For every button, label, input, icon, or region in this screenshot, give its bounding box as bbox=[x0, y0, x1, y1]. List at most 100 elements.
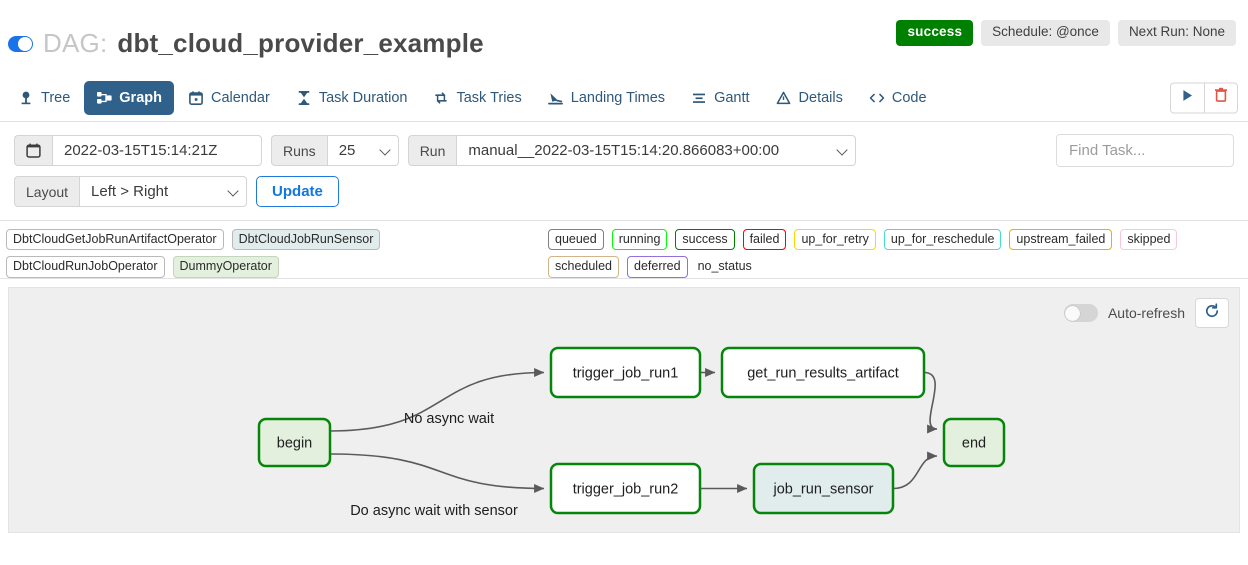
graph-edge bbox=[329, 453, 545, 493]
runs-select[interactable]: 25 bbox=[326, 135, 399, 166]
refresh-button[interactable] bbox=[1195, 298, 1229, 328]
calendar-icon bbox=[188, 90, 204, 106]
graph-node-box[interactable] bbox=[942, 417, 1006, 468]
graph-node-box[interactable] bbox=[549, 346, 702, 399]
update-button[interactable]: Update bbox=[256, 176, 339, 207]
tab-task-tries[interactable]: Task Tries bbox=[421, 81, 533, 115]
graph-node-box[interactable] bbox=[752, 462, 895, 515]
runs-label: Runs bbox=[271, 135, 327, 166]
status-badge: success bbox=[896, 20, 974, 46]
graph-node[interactable]: get_run_results_artifact bbox=[720, 346, 926, 399]
graph-node-label: job_run_sensor bbox=[773, 481, 874, 497]
find-task-input[interactable] bbox=[1056, 134, 1234, 167]
filter-row-primary: 2022-03-15T15:14:21Z Runs 25 Run manual_… bbox=[14, 134, 1234, 167]
tab-label: Calendar bbox=[210, 89, 270, 106]
tab-label: Task Tries bbox=[456, 89, 522, 106]
view-tab-bar: Tree Graph Calendar Task Duration Task T bbox=[0, 74, 1248, 122]
state-legend-chip[interactable]: scheduled bbox=[548, 256, 619, 278]
filter-bar: 2022-03-15T15:14:21Z Runs 25 Run manual_… bbox=[0, 122, 1248, 221]
graph-node-label: get_run_results_artifact bbox=[747, 365, 899, 381]
delete-dag-button[interactable] bbox=[1204, 82, 1238, 113]
warning-triangle-icon bbox=[776, 90, 792, 106]
hourglass-icon bbox=[296, 90, 312, 106]
graph-node-box[interactable] bbox=[549, 462, 702, 515]
retry-icon bbox=[433, 90, 449, 106]
tab-gantt[interactable]: Gantt bbox=[679, 81, 761, 115]
play-icon bbox=[1181, 88, 1194, 107]
tab-label: Code bbox=[891, 89, 927, 106]
run-label: Run bbox=[407, 135, 457, 166]
tab-label: Landing Times bbox=[570, 89, 666, 106]
tab-label: Details bbox=[798, 89, 843, 106]
tab-calendar[interactable]: Calendar bbox=[176, 81, 282, 115]
graph-node[interactable]: trigger_job_run1 bbox=[549, 346, 702, 399]
tab-code[interactable]: Code bbox=[857, 81, 939, 115]
trigger-dag-button[interactable] bbox=[1170, 82, 1204, 113]
graph-node[interactable]: begin bbox=[257, 417, 332, 468]
tab-label: Tree bbox=[41, 89, 71, 106]
dag-prefix-label: DAG: bbox=[43, 28, 108, 58]
graph-node-label: trigger_job_run1 bbox=[573, 365, 679, 381]
operator-legend-chip[interactable]: DbtCloudRunJobOperator bbox=[6, 256, 165, 278]
page-header: DAG: dbt_cloud_provider_example success … bbox=[0, 0, 1248, 74]
state-legend-chip[interactable]: queued bbox=[548, 229, 604, 251]
graph-node[interactable]: end bbox=[942, 417, 1006, 468]
operator-legend-chip[interactable]: DbtCloudJobRunSensor bbox=[231, 229, 381, 251]
schedule-badge[interactable]: Schedule: @once bbox=[981, 20, 1110, 46]
graph-node-label: end bbox=[962, 435, 986, 451]
graph-controls: Auto-refresh bbox=[1063, 298, 1229, 328]
graph-node-box[interactable] bbox=[720, 346, 926, 399]
auto-refresh-toggle[interactable] bbox=[1063, 304, 1098, 322]
state-legend-chip[interactable]: skipped bbox=[1120, 229, 1178, 251]
header-badges: success Schedule: @once Next Run: None bbox=[896, 20, 1236, 46]
run-group: Run manual__2022-03-15T15:14:20.866083+0… bbox=[407, 135, 857, 166]
execution-date-group: 2022-03-15T15:14:21Z bbox=[14, 135, 262, 166]
state-legend-chip[interactable]: upstream_failed bbox=[1009, 229, 1113, 251]
operator-legend-chip[interactable]: DummyOperator bbox=[172, 256, 279, 278]
tab-landing-times[interactable]: Landing Times bbox=[536, 81, 677, 115]
tab-task-duration[interactable]: Task Duration bbox=[284, 81, 420, 115]
tab-graph[interactable]: Graph bbox=[84, 80, 174, 115]
refresh-icon bbox=[1204, 302, 1220, 324]
graph-node[interactable]: trigger_job_run2 bbox=[549, 462, 702, 515]
gantt-icon bbox=[691, 90, 707, 106]
filter-row-layout: Layout Left > Right Update bbox=[14, 176, 1234, 207]
state-legend-chip[interactable]: deferred bbox=[627, 256, 688, 278]
state-legend-chip[interactable]: up_for_reschedule bbox=[883, 229, 1002, 251]
tree-icon bbox=[18, 90, 34, 106]
state-legend-chip[interactable]: running bbox=[611, 229, 668, 251]
run-select[interactable]: manual__2022-03-15T15:14:20.866083+00:00 bbox=[456, 135, 857, 166]
landing-icon bbox=[548, 90, 564, 106]
state-legend-chip[interactable]: no_status bbox=[697, 259, 752, 274]
graph-edge bbox=[329, 368, 545, 432]
tab-tree[interactable]: Tree bbox=[6, 81, 82, 115]
state-legend-chip[interactable]: failed bbox=[742, 229, 787, 251]
graph-icon bbox=[96, 90, 112, 106]
dag-pause-toggle-icon[interactable] bbox=[8, 35, 33, 52]
state-legend: queued running success failed up_for_retry up… bbox=[548, 229, 1248, 278]
auto-refresh-label: Auto-refresh bbox=[1107, 305, 1185, 321]
execution-date-input[interactable]: 2022-03-15T15:14:21Z bbox=[52, 135, 262, 166]
layout-select[interactable]: Left > Right bbox=[79, 176, 248, 207]
view-tabs: Tree Graph Calendar Task Duration Task T bbox=[6, 80, 939, 115]
state-legend-chip[interactable]: success bbox=[675, 229, 735, 251]
page-title: DAG: dbt_cloud_provider_example bbox=[8, 28, 484, 59]
graph-edge bbox=[923, 371, 938, 434]
graph-node-label: begin bbox=[277, 435, 312, 451]
tab-details[interactable]: Details bbox=[764, 81, 855, 115]
tab-label: Task Duration bbox=[318, 89, 408, 106]
operator-legend-chip[interactable]: DbtCloudGetJobRunArtifactOperator bbox=[6, 229, 224, 251]
graph-edge-label: Do async wait with sensor bbox=[350, 503, 518, 519]
tab-label: Gantt bbox=[714, 89, 750, 106]
calendar-icon[interactable] bbox=[14, 135, 52, 166]
graph-node-box[interactable] bbox=[257, 417, 332, 468]
graph-edge bbox=[892, 451, 938, 490]
graph-node[interactable]: job_run_sensor bbox=[752, 462, 895, 515]
tab-label: Graph bbox=[119, 89, 162, 106]
state-legend-chip[interactable]: up_for_retry bbox=[794, 229, 876, 251]
